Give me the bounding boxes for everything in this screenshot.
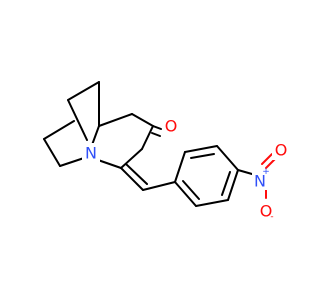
bond-carbonyl-o-2 bbox=[151, 132, 161, 137]
bond-c7-c8 bbox=[43, 138, 61, 167]
bond-exo-1 bbox=[120, 167, 144, 191]
bond-nitro-o-top-2 bbox=[261, 153, 273, 165]
bond-carbonyl-o-1 bbox=[152, 125, 162, 130]
bond-vinyl-aryl bbox=[142, 181, 176, 191]
ketone-oxygen-label: O bbox=[165, 117, 178, 136]
bond-ar-inner-2 bbox=[221, 171, 231, 196]
bond-n-c10 bbox=[97, 159, 122, 169]
bond-ar-nitro bbox=[237, 169, 253, 175]
bond-ar5-ar6 bbox=[195, 199, 229, 207]
bond-exo-2 bbox=[125, 163, 148, 185]
bond-c4-c5 bbox=[131, 113, 154, 127]
ring-nitrogen-label: N bbox=[85, 144, 97, 163]
bond-ar6-ar1 bbox=[174, 181, 197, 207]
bond-ar4-ar5 bbox=[227, 169, 239, 201]
bond-c1-c2 bbox=[67, 81, 100, 101]
nitro-oxygen-top-label: O bbox=[275, 141, 288, 160]
bond-ar2-ar3 bbox=[184, 145, 218, 153]
nitro-nitrogen-label: N bbox=[254, 172, 266, 191]
bond-c5-carbonyl bbox=[141, 125, 154, 150]
nitro-oxygen-bottom-charge: - bbox=[270, 212, 273, 222]
bond-c10-c5 bbox=[120, 148, 143, 169]
bond-c1-c6 bbox=[67, 99, 88, 141]
bond-lines bbox=[43, 81, 277, 207]
bond-c3-n bbox=[91, 125, 100, 146]
nitro-nitrogen-charge: + bbox=[262, 167, 270, 177]
bond-ar1-ar2 bbox=[174, 151, 186, 183]
nitro-oxygen-bottom-label: O bbox=[260, 202, 273, 221]
bond-c7-c9 bbox=[43, 120, 75, 140]
bond-c8-n bbox=[59, 157, 85, 167]
molecule-structure: N O N + O O - bbox=[43, 81, 290, 222]
bond-ar-inner-1 bbox=[190, 153, 215, 159]
bond-ar-inner-3 bbox=[182, 180, 200, 200]
bond-c3-c4 bbox=[98, 113, 133, 127]
atom-labels: N O N + O O - bbox=[82, 114, 290, 222]
bond-ar3-ar4 bbox=[216, 145, 239, 171]
